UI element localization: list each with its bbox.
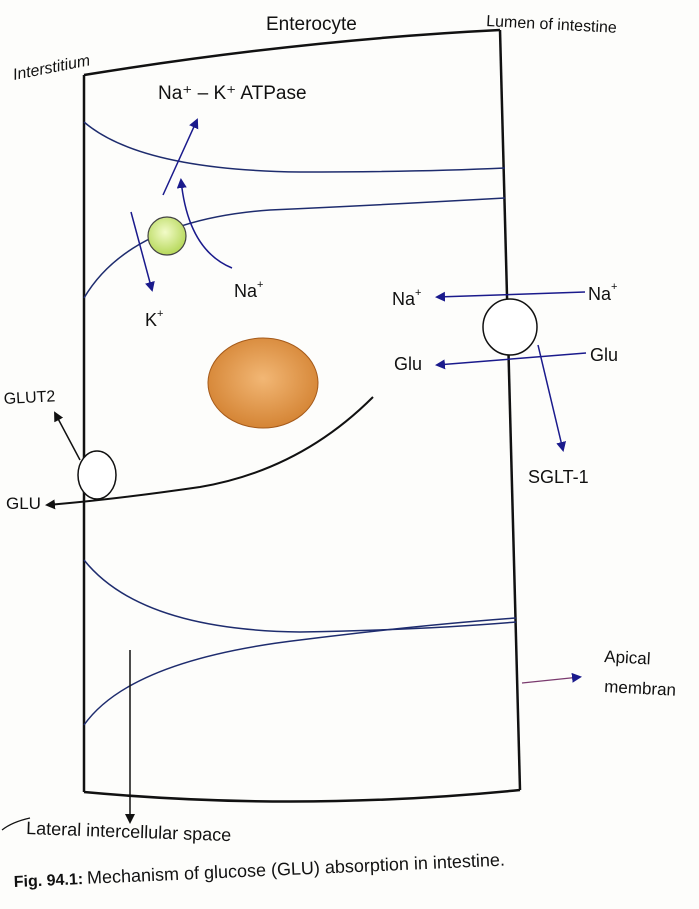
interstitium-label: Interstitium [12,52,92,84]
membrane-label: membran [604,677,677,700]
na-left-plus: + [415,287,421,299]
glut2-pointer-arrow [54,411,81,461]
lateral-label-tick [1,817,31,831]
sglt1-pointer-arrow [537,344,567,452]
na-pump-label: Na+ [234,279,263,301]
na-right-plus: + [611,281,617,293]
tight-junction-curves [83,121,517,726]
glu-left-label: Glu [394,354,422,374]
figure-caption: Fig. 94.1:Mechanism of glucose (GLU) abs… [13,850,505,891]
apical-membrane-arrow [521,672,582,684]
caption-text: Mechanism of glucose (GLU) absorption in… [87,850,506,888]
glut2-transporter [77,450,117,500]
na-left-label: Na+ [392,287,421,309]
pump-label: Na⁺ – K⁺ ATPase [158,83,307,104]
na-k-atpase-pump [147,216,187,256]
k-label: K+ [145,308,163,330]
glu-right-label: Glu [590,345,618,365]
glu-exit-arrow [45,396,374,510]
caption-number: Fig. 94.1: [13,871,83,891]
na-to-pump-arrow [176,178,233,269]
na-right-label: Na+ [588,281,617,304]
glut2-label: GLUT2 [3,388,55,408]
k-plus-sign: + [157,308,163,320]
na-out-arrow [162,118,199,196]
nucleus [207,337,319,429]
enterocyte-label: Enterocyte [266,14,357,35]
na-plus-sign: + [257,279,263,291]
na-influx-arrow [435,291,586,302]
apical-label: Apical [604,647,651,668]
k-in-arrow [130,211,155,292]
sglt1-label: SGLT-1 [528,467,589,487]
lateral-space-label: Lateral intercellular space [26,818,232,845]
enterocyte-outline [82,28,522,803]
glu-out-label: GLU [6,494,41,513]
lumen-label: Lumen of intestine [486,13,618,37]
sglt1-transporter [482,298,538,356]
glu-influx-arrow [435,352,587,370]
